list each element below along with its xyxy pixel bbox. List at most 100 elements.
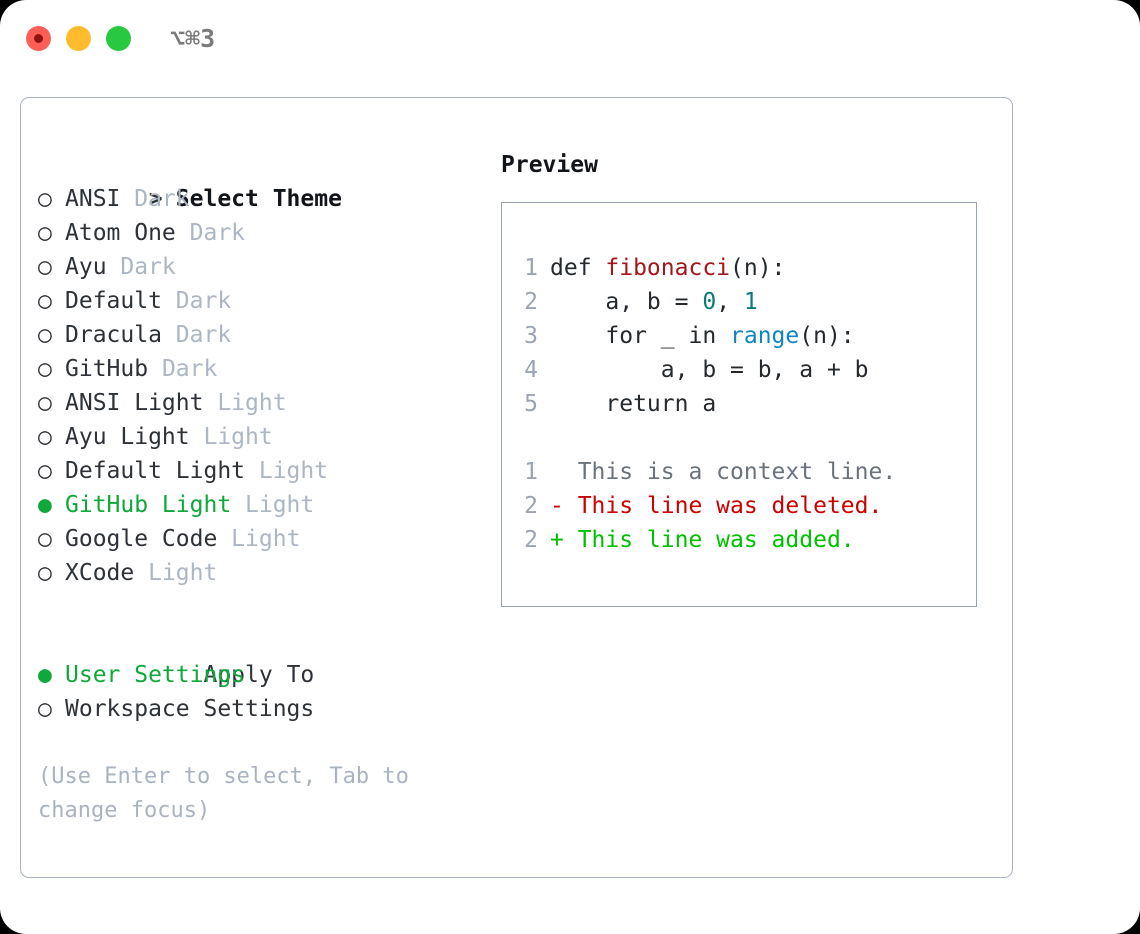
diff-text: + This line was added. [550,527,855,553]
theme-variant-tag: Light [245,458,329,484]
theme-variant-tag: Dark [175,220,246,246]
radio-unselected-icon: ○ [38,424,52,450]
code-token: a, b = b, a + b [550,357,869,383]
diff-line: 2- This line was deleted. [514,489,896,523]
theme-name: XCode [65,560,135,586]
theme-list-item[interactable]: ○ Default Light Light [38,454,488,488]
theme-list-item[interactable]: ○ Default Dark [38,284,488,318]
keyboard-hint: (Use Enter to select, Tab to change focu… [38,764,423,823]
close-icon [34,34,43,43]
code-line: 1 def fibonacci(n): [514,251,896,285]
theme-list: ○ ANSI Dark ○ Atom One Dark ○ Ayu Dark ○ Defaul… [38,182,488,590]
theme-list-item[interactable]: ○ Ayu Dark [38,250,488,284]
theme-list-item[interactable]: ○ GitHub Dark [38,352,488,386]
theme-variant-tag: Light [134,560,218,586]
theme-list-heading: > Select Theme [38,148,488,212]
theme-variant-tag: Light [203,390,287,416]
code-token: def [550,255,606,281]
apply-to-option-label: Workspace Settings [65,696,315,722]
code-token: a, b = [550,289,703,315]
diff-line: 1 This is a context line. [514,455,896,489]
apply-to-section: Apply To ●User Settings ○ Workspace Settin… [38,624,488,726]
theme-variant-tag: Light [217,526,301,552]
code-token: (n): [730,255,786,281]
maximize-button[interactable] [106,26,131,51]
theme-list-item[interactable]: ○ Atom One Dark [38,216,488,250]
radio-unselected-icon: ○ [38,254,52,280]
code-blank-line [514,421,896,455]
code-token: 1 [743,289,758,315]
prompt-caret-icon: > [148,186,163,212]
radio-unselected-icon: ○ [38,356,52,382]
line-number: 5 [524,391,538,417]
code-line: 3 for _ in range(n): [514,319,896,353]
line-number: 1 [524,255,538,281]
code-token: return a [550,391,717,417]
radio-unselected-icon: ○ [38,322,52,348]
apply-to-option[interactable]: ●User Settings [38,658,488,692]
radio-unselected-icon: ○ [38,560,52,586]
radio-unselected-icon: ○ [38,390,52,416]
code-token: fibonacci [605,255,731,281]
theme-name: ANSI Light [65,390,204,416]
theme-name: Ayu [65,254,107,280]
code-line: 5 return a [514,387,896,421]
theme-name: Dracula [65,322,162,348]
theme-list-item[interactable]: ○ Google Code Light [38,522,488,556]
theme-list-item[interactable]: ○ XCode Light [38,556,488,590]
theme-list-item[interactable]: ○ Dracula Dark [38,318,488,352]
radio-unselected-icon: ○ [38,220,52,246]
close-button[interactable] [26,26,51,51]
theme-name: GitHub [65,356,149,382]
theme-variant-tag: Dark [106,254,176,280]
theme-name: ANSI [65,186,121,212]
line-number: 4 [524,357,538,383]
theme-list-item[interactable]: ●GitHub Light Light [38,488,488,522]
diff-text: This is a context line. [550,459,897,485]
theme-variant-tag: Dark [161,288,232,314]
radio-selected-icon: ● [38,492,52,518]
apply-to-heading: Apply To [38,624,488,688]
theme-name: Atom One [65,220,176,246]
radio-unselected-icon: ○ [38,288,52,314]
theme-name: Default Light [65,458,246,484]
code-line: 4 a, b = b, a + b [514,353,896,387]
theme-list-column: >Select Theme ○ANSI Dark○Atom One Dark○A… [38,148,488,828]
theme-variant-tag: Light [189,424,273,450]
preview-title: Preview [501,152,598,178]
code-token: (n): [799,323,855,349]
line-number: 2 [524,493,538,519]
title-bar: ⌥⌘3 [0,0,1140,78]
theme-name: Google Code [65,526,218,552]
code-line: 2 a, b = 0, 1 [514,285,896,319]
theme-variant-tag: Dark [120,186,190,212]
minimize-button[interactable] [66,26,91,51]
code-token: range [730,323,800,349]
apply-to-option[interactable]: ○ Workspace Settings [38,692,488,726]
radio-unselected-icon: ○ [38,696,52,722]
apply-to-heading-label: Apply To [203,662,315,688]
theme-name: GitHub Light [65,492,232,518]
theme-list-item[interactable]: ○ ANSI Light Light [38,386,488,420]
code-token: , [716,289,744,315]
theme-picker-panel: >Select Theme ○ANSI Dark○Atom One Dark○A… [20,97,1013,878]
theme-list-item[interactable]: ○ ANSI Dark [38,182,488,216]
line-number: 1 [524,459,538,485]
theme-variant-tag: Dark [161,322,232,348]
theme-variant-tag: Dark [148,356,218,382]
theme-list-heading-label: Select Theme [175,186,342,212]
diff-line: 2 + This line was added. [514,523,896,557]
theme-name: Default [65,288,162,314]
radio-unselected-icon: ○ [38,186,52,212]
theme-list-item[interactable]: ○ Ayu Light Light [38,420,488,454]
apply-to-options: ●User Settings ○ Workspace Settings [38,658,488,726]
radio-selected-icon: ● [38,662,52,688]
radio-unselected-icon: ○ [38,526,52,552]
code-token: for _ in [550,323,731,349]
line-number: 2 [524,527,538,553]
radio-unselected-icon: ○ [38,458,52,484]
theme-name: Ayu Light [65,424,190,450]
